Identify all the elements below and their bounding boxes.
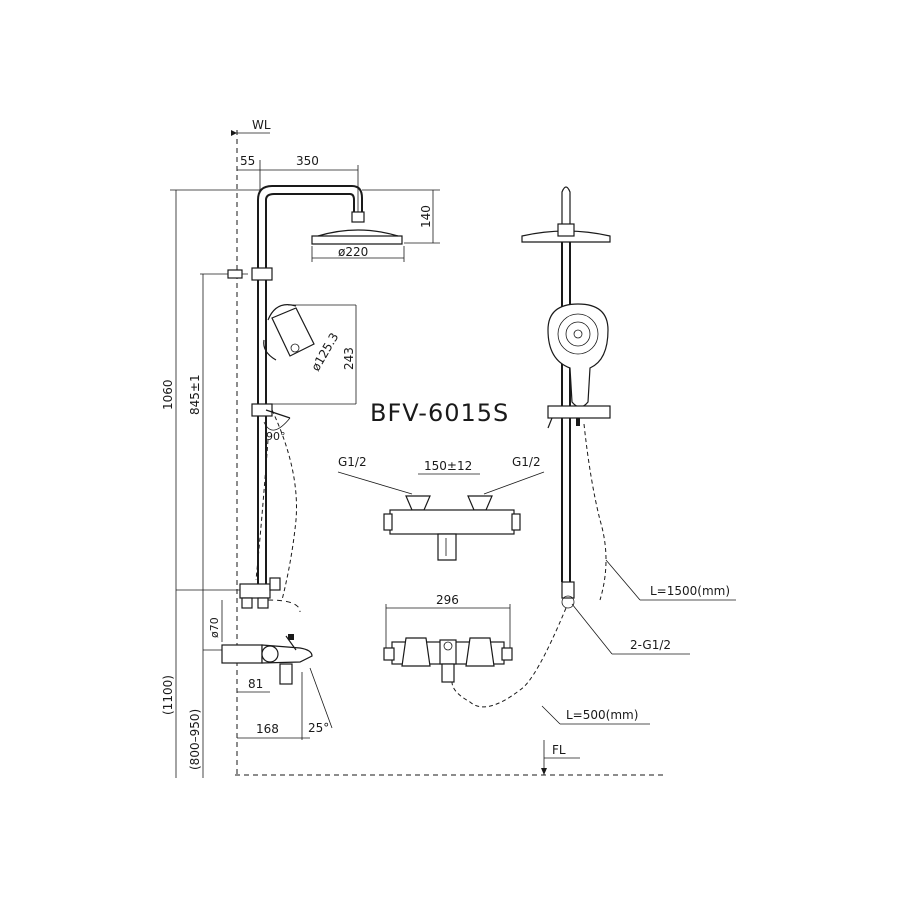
conn-2g-label: 2-G1/2 xyxy=(630,638,671,652)
dim-150-label: 150±12 xyxy=(424,459,472,473)
dim-25-label: 25° xyxy=(308,721,329,735)
side-view: WL 55 350 1060 845±1 (1100) (800–950) xyxy=(161,118,665,778)
dim-81-label: 81 xyxy=(248,677,263,691)
dim-800-950-label: (800–950) xyxy=(188,709,202,770)
dim-845-label: 845±1 xyxy=(188,374,202,415)
hose-500-label: L=500(mm) xyxy=(566,708,638,722)
wl-label: WL xyxy=(252,118,271,132)
dim-70-label: ø70 xyxy=(208,617,221,638)
dim-168-label: 168 xyxy=(256,722,279,736)
dim-55-label: 55 xyxy=(240,154,255,168)
dim-220-label: ø220 xyxy=(338,245,368,259)
dim-1100-label: (1100) xyxy=(161,675,175,715)
dim-350-label: 350 xyxy=(296,154,319,168)
dim-1060-label: 1060 xyxy=(161,379,175,410)
dim-243-label: 243 xyxy=(342,347,356,370)
fl-label: FL xyxy=(552,743,566,757)
dim-296-label: 296 xyxy=(436,593,459,607)
mixer-front-view: G1/2 G1/2 150±12 xyxy=(337,455,545,561)
g-left-label: G1/2 xyxy=(338,455,367,469)
mixer-top-view: 296 xyxy=(383,593,513,683)
hand-shower-side xyxy=(263,304,315,361)
g-right-label: G1/2 xyxy=(512,455,541,469)
model-name: BFV-6015S xyxy=(370,399,509,427)
hose-1500-label: L=1500(mm) xyxy=(650,584,730,598)
hand-shower-front xyxy=(547,303,609,408)
dim-140-label: 140 xyxy=(419,205,433,228)
front-view: L=1500(mm) 2-G1/2 L=500(mm) FL xyxy=(451,186,736,775)
dim-90-label: 90° xyxy=(266,430,286,443)
dim-125-label: ø125.3 xyxy=(308,330,341,373)
mixer-side xyxy=(221,634,313,685)
